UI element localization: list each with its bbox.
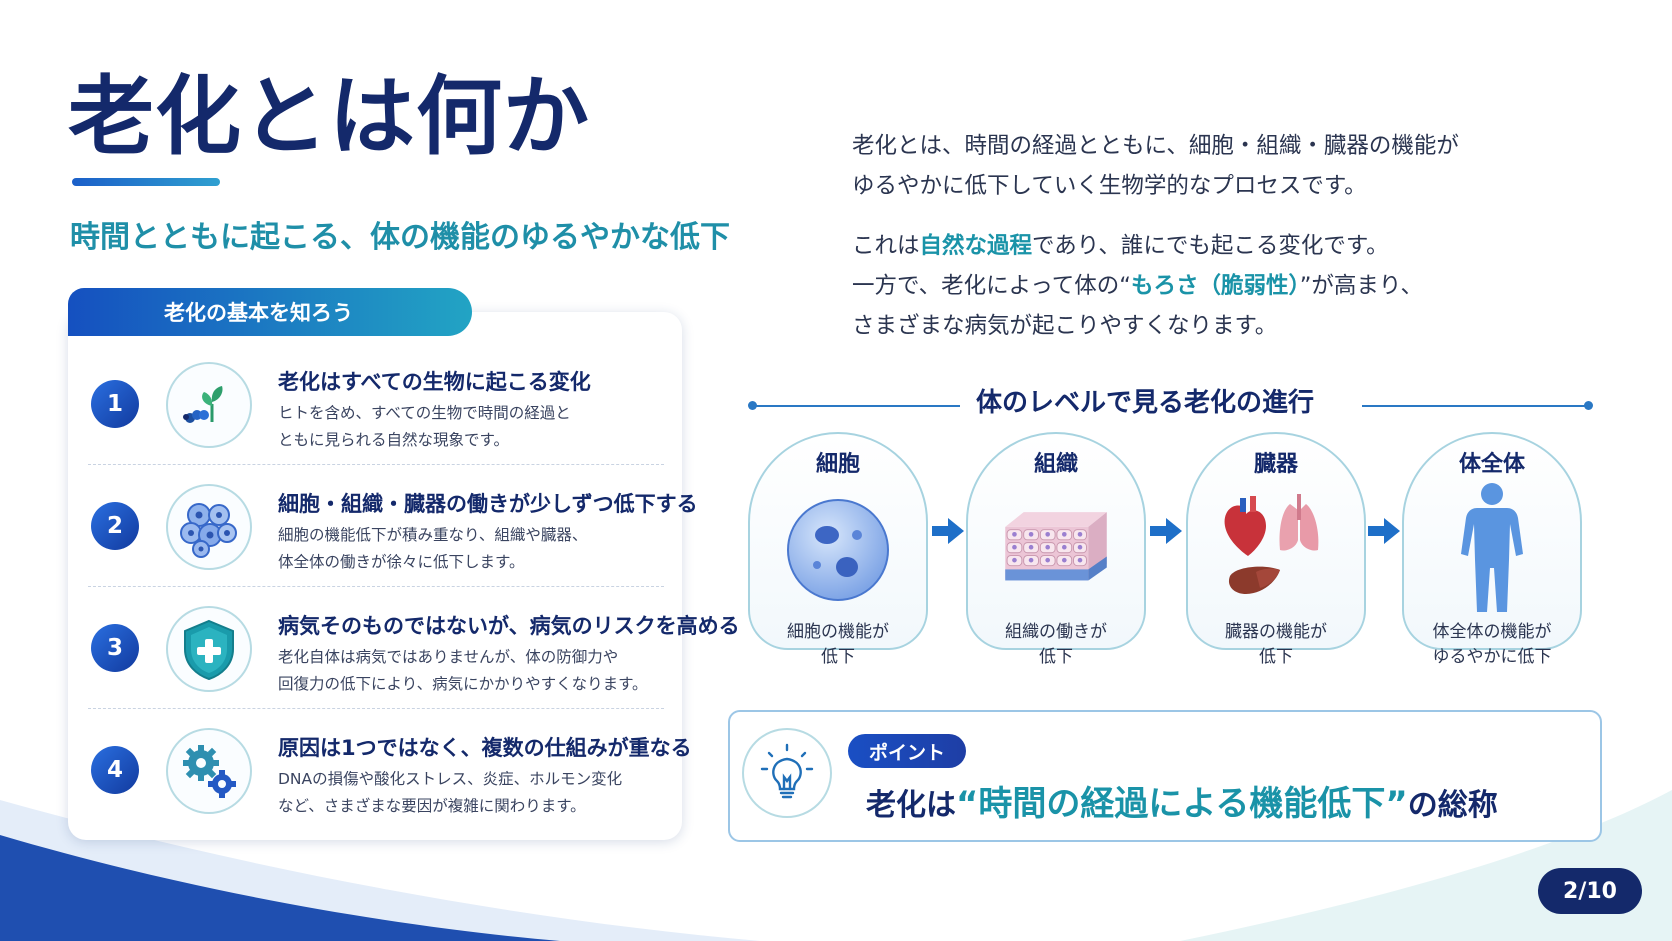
- tissue-icon: [996, 490, 1116, 610]
- arrow-right-icon: [932, 518, 964, 544]
- item-heading: 老化はすべての生物に起こる変化: [278, 370, 591, 394]
- lightbulb-icon: [742, 728, 832, 818]
- basics-item-3: 3 病気そのものではないが、病気のリスクを高める 老化自体は病気ではありませんが…: [88, 592, 740, 710]
- basics-item-2: 2 細胞・組織・臓器の働きが少しずつ低下する 細胞の機能低下が積み重なり、組織や…: [88, 470, 698, 588]
- level-tissue: 組織: [966, 432, 1146, 664]
- item-number-badge: 4: [91, 746, 139, 794]
- level-organs: 臓器: [1186, 432, 1366, 664]
- item-description: 老化自体は病気ではありませんが、体の防御力や 回復力の低下により、病気にかかりや…: [278, 648, 648, 693]
- page-subtitle: 時間とともに起こる、体の機能のゆるやかな低下: [70, 220, 730, 255]
- basics-item-4: 4: [88, 714, 692, 832]
- caterpillar-sprout-icon: [166, 362, 252, 448]
- point-box: [728, 710, 1602, 842]
- highlight-natural-process: 自然な過程: [919, 233, 1033, 259]
- cell-icon: [778, 490, 898, 610]
- arrow-right-icon: [1368, 518, 1400, 544]
- item-heading: 細胞・組織・臓器の働きが少しずつ低下する: [278, 492, 698, 516]
- item-number-badge: 1: [91, 380, 139, 428]
- human-body-icon: [1432, 483, 1552, 612]
- shield-plus-icon: [166, 606, 252, 692]
- level-caption: 組織の働きが 低下: [1005, 622, 1107, 667]
- levels-title-dot: [1584, 401, 1593, 410]
- level-name: 体全体: [1458, 452, 1525, 477]
- page-indicator: 2/10: [1538, 868, 1642, 914]
- page-title: 老化とは何か: [68, 67, 590, 167]
- levels-title-line-left: [752, 405, 960, 407]
- intro-paragraph-2: これは自然な過程であり、誰にでも起こる変化です。 一方で、老化によって体の“もろ…: [852, 233, 1423, 339]
- arrow-right-icon: [1150, 518, 1182, 544]
- gears-icon: [166, 728, 252, 814]
- item-description: DNAの損傷や酸化ストレス、炎症、ホルモン変化 など、さまざまな要因が複雑に関わ…: [278, 770, 623, 815]
- basics-card-tab: 老化の基本を知ろう: [68, 288, 472, 336]
- levels-title: 体のレベルで見る老化の進行: [976, 388, 1315, 418]
- item-divider: [88, 708, 664, 709]
- level-name: 組織: [1033, 452, 1078, 477]
- item-heading: 病気そのものではないが、病気のリスクを高める: [278, 614, 740, 638]
- level-caption: 臓器の機能が 低下: [1225, 622, 1327, 667]
- highlight-frailty: もろさ（脆弱性）: [1130, 273, 1300, 299]
- item-divider: [88, 586, 664, 587]
- point-statement: 老化は“時間の経過による機能低下”の総称: [866, 784, 1498, 824]
- level-caption: 体全体の機能が ゆるやかに低下: [1432, 622, 1552, 667]
- point-badge: ポイント: [848, 734, 966, 768]
- item-divider: [88, 464, 664, 465]
- level-name: 臓器: [1253, 452, 1298, 477]
- level-caption: 細胞の機能が 低下: [787, 622, 889, 667]
- item-number-badge: 3: [91, 624, 139, 672]
- item-number-badge: 2: [91, 502, 139, 550]
- item-description: ヒトを含め、すべての生物で時間の経過と ともに見られる自然な現象です。: [278, 404, 571, 449]
- level-whole-body: 体全体: [1402, 432, 1582, 664]
- cells-icon: [166, 484, 252, 570]
- basics-item-1: 1 老化はすべての生物に起こる変化 ヒトを含め、すべての生物で時間の経過と とも…: [88, 348, 664, 466]
- level-name: 細胞: [815, 452, 860, 477]
- organs-icon: [1216, 490, 1336, 610]
- title-underline: [72, 178, 220, 186]
- intro-paragraph-1: 老化とは、時間の経過とともに、細胞・組織・臓器の機能が ゆるやかに低下していく生…: [852, 133, 1459, 199]
- level-cell: 細胞: [748, 432, 928, 664]
- item-description: 細胞の機能低下が積み重なり、組織や臓器、 体全体の働きが徐々に低下します。: [278, 526, 588, 571]
- levels-title-line-right: [1362, 405, 1586, 407]
- item-heading: 原因は1つではなく、複数の仕組みが重なる: [278, 736, 692, 760]
